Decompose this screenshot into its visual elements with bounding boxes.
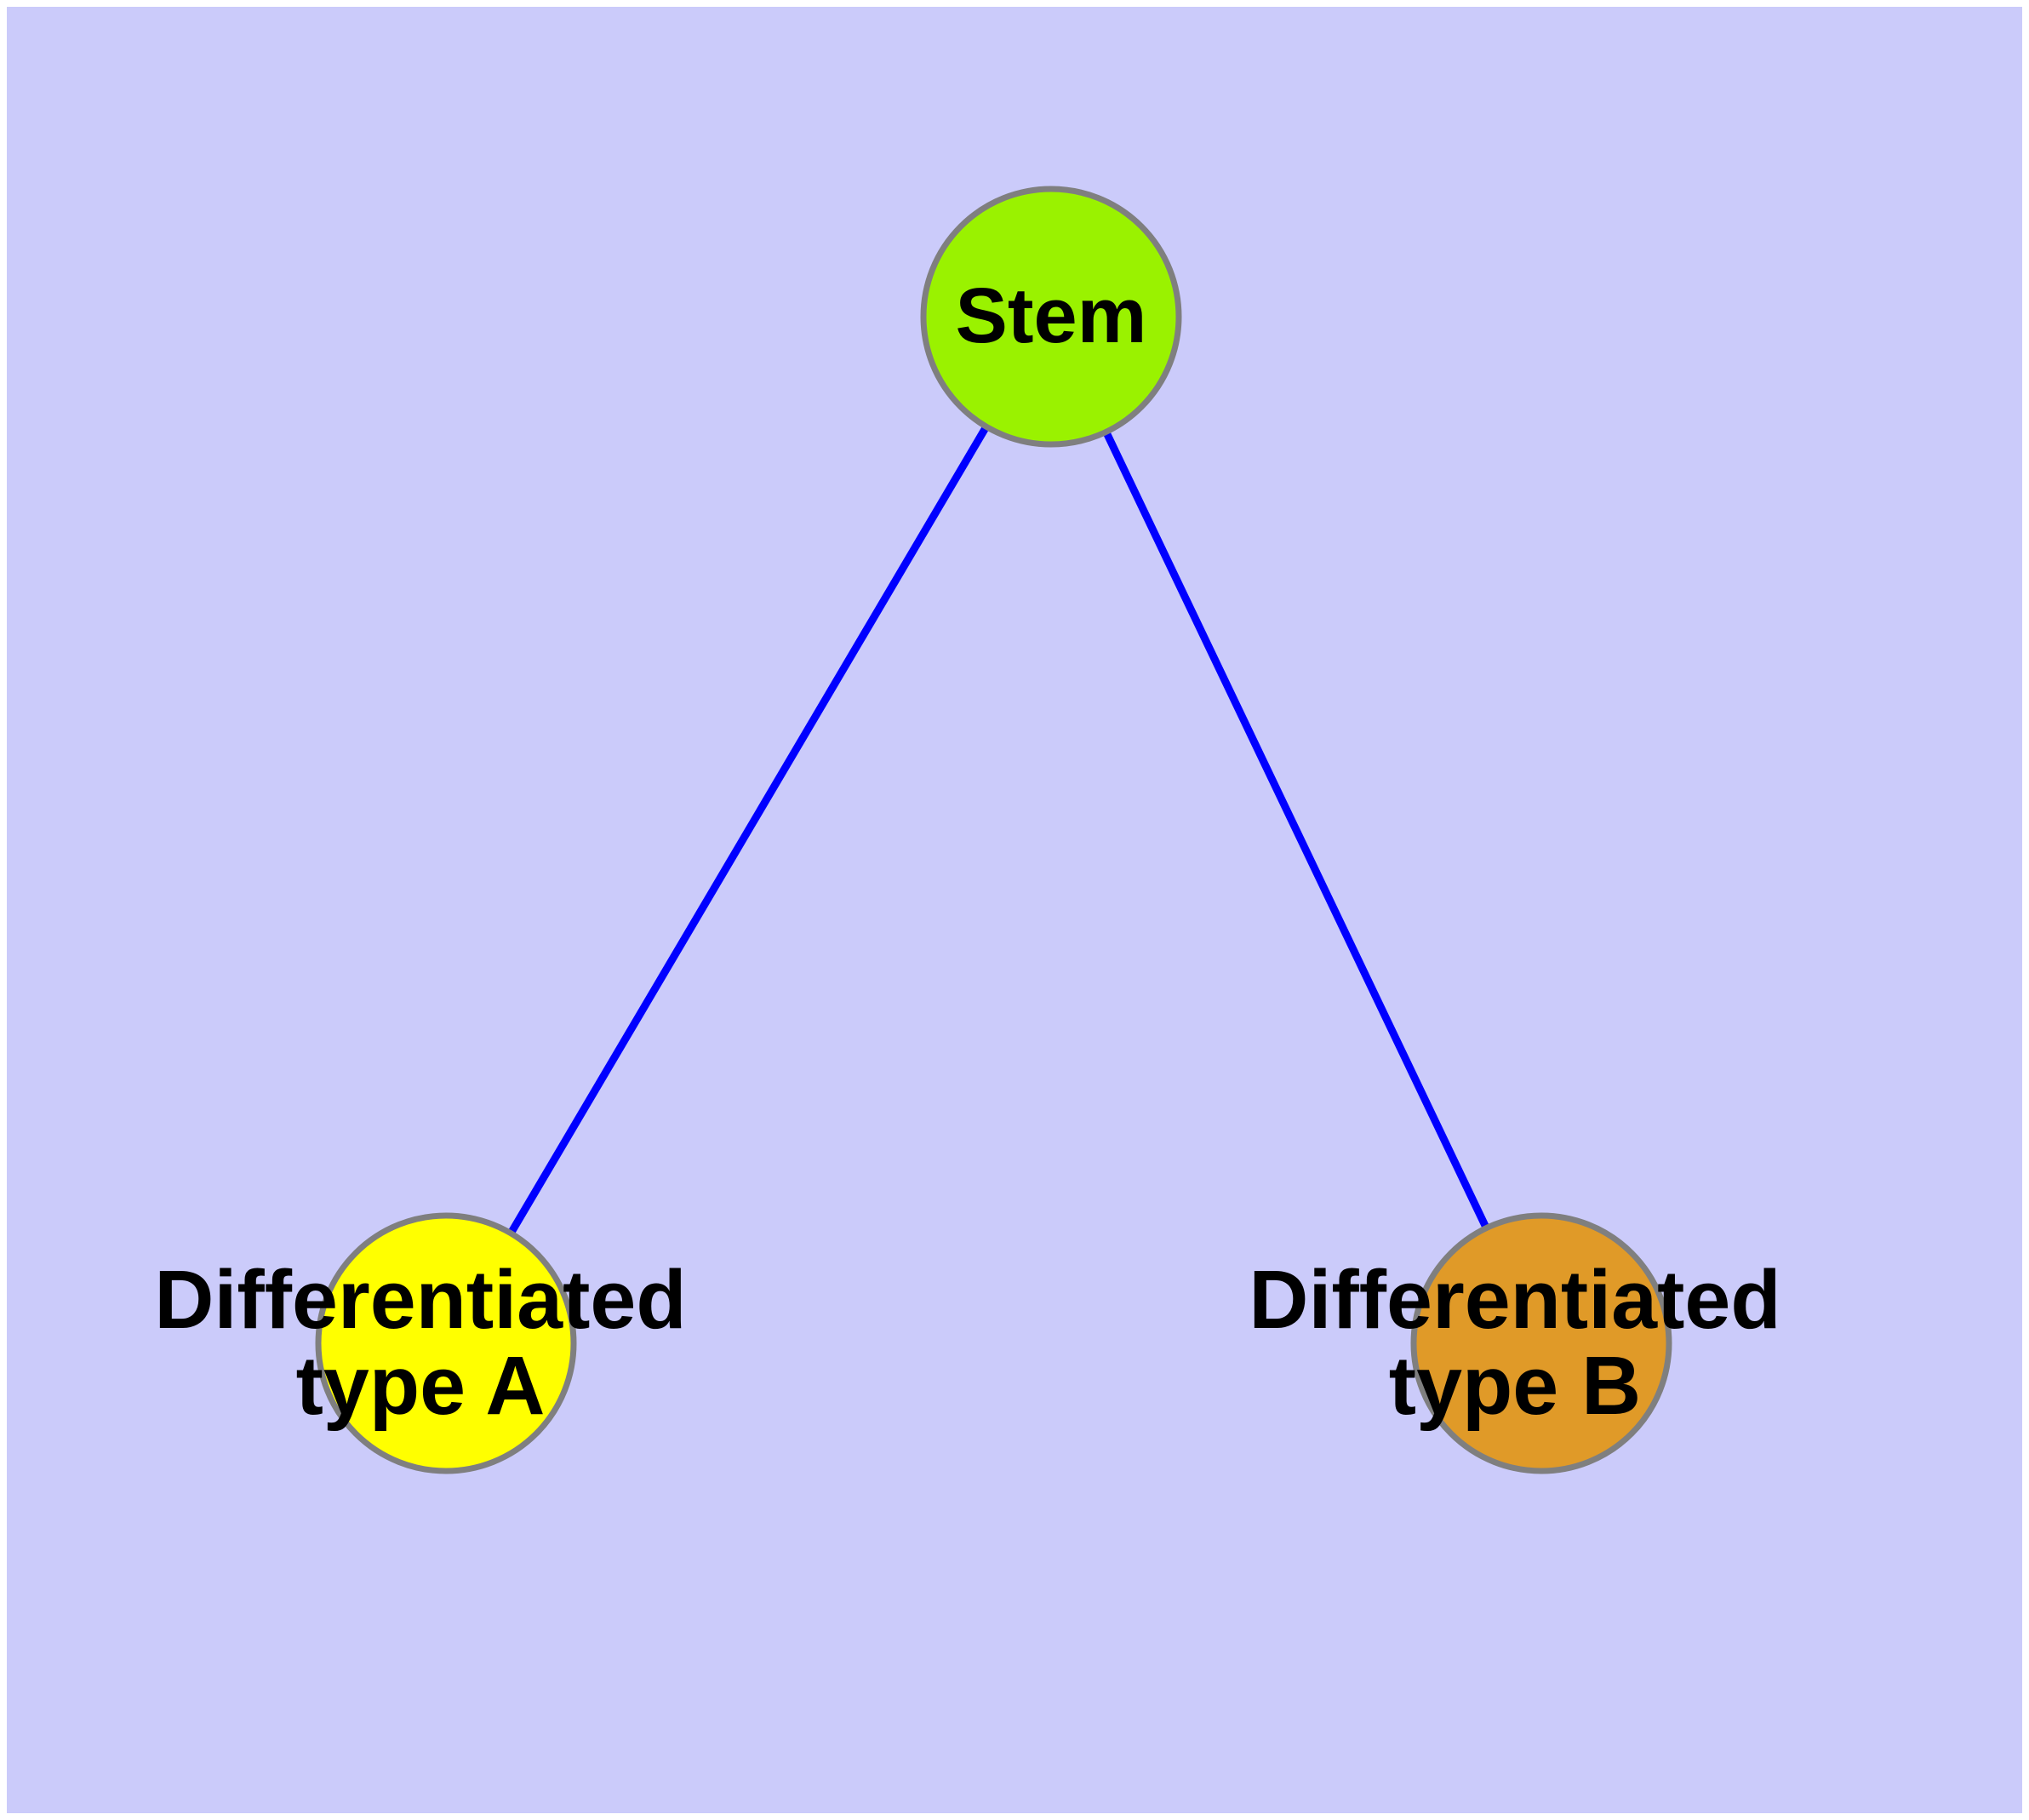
graph-node-stem[interactable] <box>920 186 1182 448</box>
node-layer <box>315 186 1672 1474</box>
graph-node-diff-a[interactable] <box>315 1212 577 1474</box>
graph-node-diff-b[interactable] <box>1410 1212 1672 1474</box>
graph-edge <box>506 422 992 1238</box>
graph-edge <box>1101 427 1491 1233</box>
edge-layer <box>506 422 1491 1238</box>
